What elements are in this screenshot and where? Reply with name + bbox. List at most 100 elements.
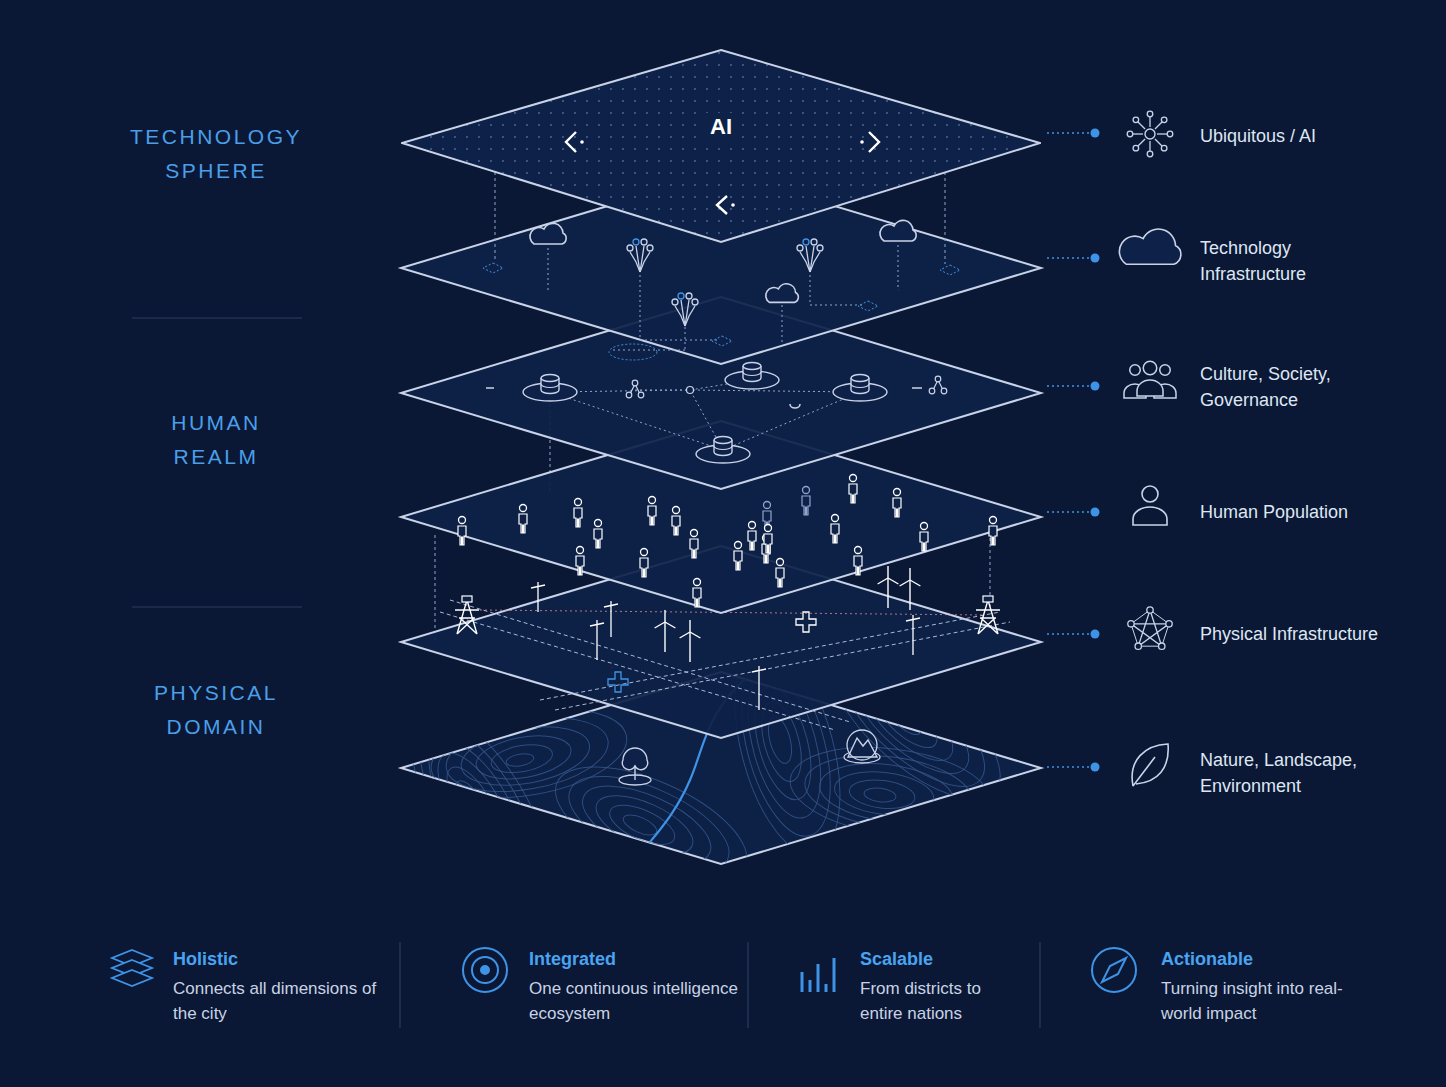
contour-line: [505, 752, 535, 768]
contour-line: [848, 776, 917, 812]
hub-spoke: [1155, 139, 1162, 146]
circuit-node: [633, 239, 639, 245]
person-head: [459, 517, 466, 524]
leader-dot: [1091, 382, 1100, 391]
node-marker: [483, 263, 503, 273]
layer-label: Technology Infrastructure: [1200, 235, 1380, 287]
bar-icon: [801, 972, 804, 992]
person-head: [777, 559, 784, 566]
society-link: [723, 392, 860, 450]
person-body: [849, 484, 857, 503]
person-icon: [734, 542, 742, 571]
turbine-pole: [689, 632, 690, 662]
cloud-icon: [1119, 229, 1180, 264]
database-top: [714, 437, 732, 444]
person-head: [694, 579, 701, 586]
person-icon: [576, 547, 584, 576]
leader-dot: [1091, 763, 1100, 772]
pylon-icon: [976, 596, 1000, 634]
layer-label: Culture, Society, Governance: [1200, 361, 1380, 413]
tech-link: [810, 305, 865, 306]
circuit-trace: [806, 246, 810, 272]
circuit-trace: [681, 300, 685, 326]
contour-line: [457, 718, 595, 794]
feature-text: Turning insight into real-world impact: [1161, 976, 1351, 1026]
hub-node: [1147, 151, 1153, 157]
feature-title: Actionable: [1161, 947, 1361, 971]
person-icon: [802, 487, 810, 516]
turbine-pole: [909, 580, 910, 610]
pylon-top: [983, 596, 993, 602]
star-node: [1135, 643, 1141, 649]
person-icon: [854, 547, 862, 576]
person-body: [831, 524, 839, 543]
person-icon: [574, 499, 582, 528]
hub-spoke: [1133, 133, 1143, 134]
hub-spoke: [1149, 117, 1150, 127]
leader-line: [1047, 132, 1090, 133]
person-icon: [519, 505, 527, 534]
pole-arm: [604, 604, 618, 607]
person-icon: [920, 523, 928, 552]
person-icon: [849, 475, 857, 504]
person-icon: [893, 489, 901, 518]
cloud-key-icon: [1119, 229, 1180, 264]
person-head: [749, 522, 756, 529]
people-head: [1130, 365, 1141, 376]
cloud-icon: [766, 284, 799, 303]
turbine-blade: [665, 622, 675, 628]
network-node: [626, 392, 632, 398]
society-link: [550, 392, 723, 450]
person-icon: [648, 497, 656, 526]
contour-line: [473, 729, 575, 785]
turbine-blade: [664, 610, 665, 622]
leader-dot: [1091, 129, 1100, 138]
layer-label: Physical Infrastructure: [1200, 621, 1440, 647]
pole-arm: [590, 623, 604, 626]
person-icon: [594, 520, 602, 549]
person-body: [576, 556, 584, 575]
person-body: [734, 551, 742, 570]
person-body: [854, 556, 862, 575]
layer-link: [945, 172, 946, 264]
person-head: [855, 547, 862, 554]
person-head: [921, 523, 928, 530]
person-icon: [764, 525, 772, 554]
circuit-node: [672, 299, 678, 305]
pole-arm: [906, 618, 920, 621]
plane-outline: [402, 50, 1040, 242]
divider: [747, 942, 748, 1028]
person-head: [832, 515, 839, 522]
circuit-node: [811, 239, 817, 245]
turbine-pole: [664, 622, 665, 652]
person-head: [595, 520, 602, 527]
chevron-dot: [731, 203, 735, 207]
tech-link: [898, 245, 899, 290]
feature-title: Scalable: [860, 947, 1030, 971]
star-node: [1147, 607, 1153, 613]
circuit-node: [647, 245, 653, 251]
people-icon: [1124, 361, 1176, 398]
hub-node: [1133, 117, 1139, 123]
pole-arm: [531, 585, 545, 588]
layer-link: [435, 535, 436, 640]
person-head: [520, 505, 527, 512]
people-head: [1143, 361, 1157, 375]
network-icon: [626, 380, 644, 398]
feature-text: Connects all dimensions of the city: [173, 976, 383, 1026]
leader-line: [1047, 385, 1090, 386]
person-head: [765, 525, 772, 532]
database-band: [743, 372, 761, 376]
database-band: [851, 384, 869, 388]
ai-hub-icon: [1127, 111, 1173, 157]
person-body: [594, 529, 602, 548]
layers-icon: [112, 970, 152, 986]
turbine-blade: [909, 568, 910, 580]
compass-icon: [1092, 948, 1136, 992]
contour-line: [588, 784, 701, 866]
turbine-blade: [689, 620, 690, 632]
layer-label: Human Population: [1200, 499, 1436, 525]
person-head: [691, 530, 698, 537]
person-body: [574, 508, 582, 527]
person-head: [894, 489, 901, 496]
